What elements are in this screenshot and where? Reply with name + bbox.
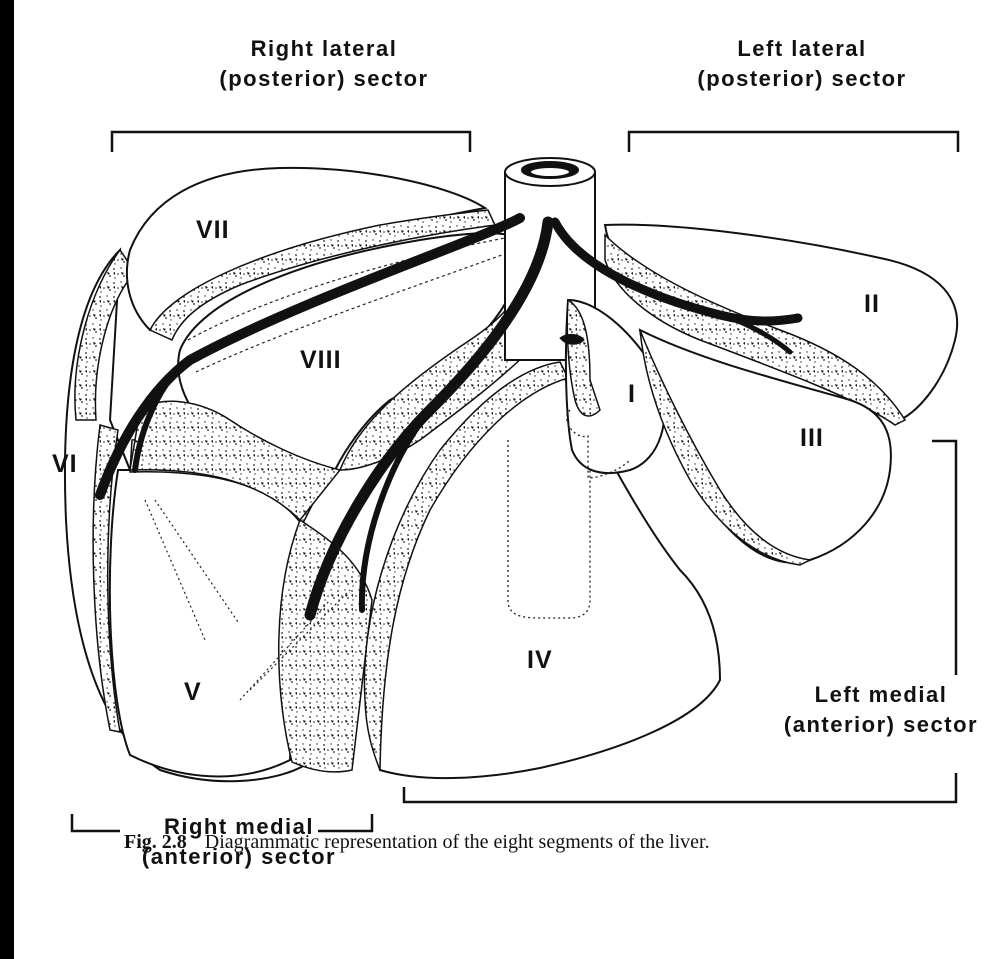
figure-page: Right lateral (posterior) sector Left la… [14, 0, 1001, 959]
segment-label-viii: VIII [300, 346, 342, 374]
segment-label-iv: IV [527, 646, 553, 674]
segment-label-i: I [628, 380, 636, 408]
segment-label-v: V [184, 678, 202, 706]
bracket-right-lateral [112, 132, 470, 152]
bracket-left-lateral [629, 132, 958, 152]
liver-segments-diagram: VII VIII VI V IV I II III [14, 0, 1001, 959]
segment-label-iii: III [800, 424, 824, 452]
segment-label-vi: VI [52, 450, 78, 478]
bracket-right-medial [72, 814, 372, 831]
figure-caption: Fig. 2.8 Diagrammatic representation of t… [124, 831, 954, 854]
segment-label-vii: VII [196, 216, 230, 244]
figure-number: Fig. 2.8 [124, 831, 187, 853]
figure-caption-text: Diagrammatic representation of the eight… [205, 831, 710, 853]
segment-label-ii: II [864, 290, 880, 318]
segment-v-block [110, 467, 300, 777]
